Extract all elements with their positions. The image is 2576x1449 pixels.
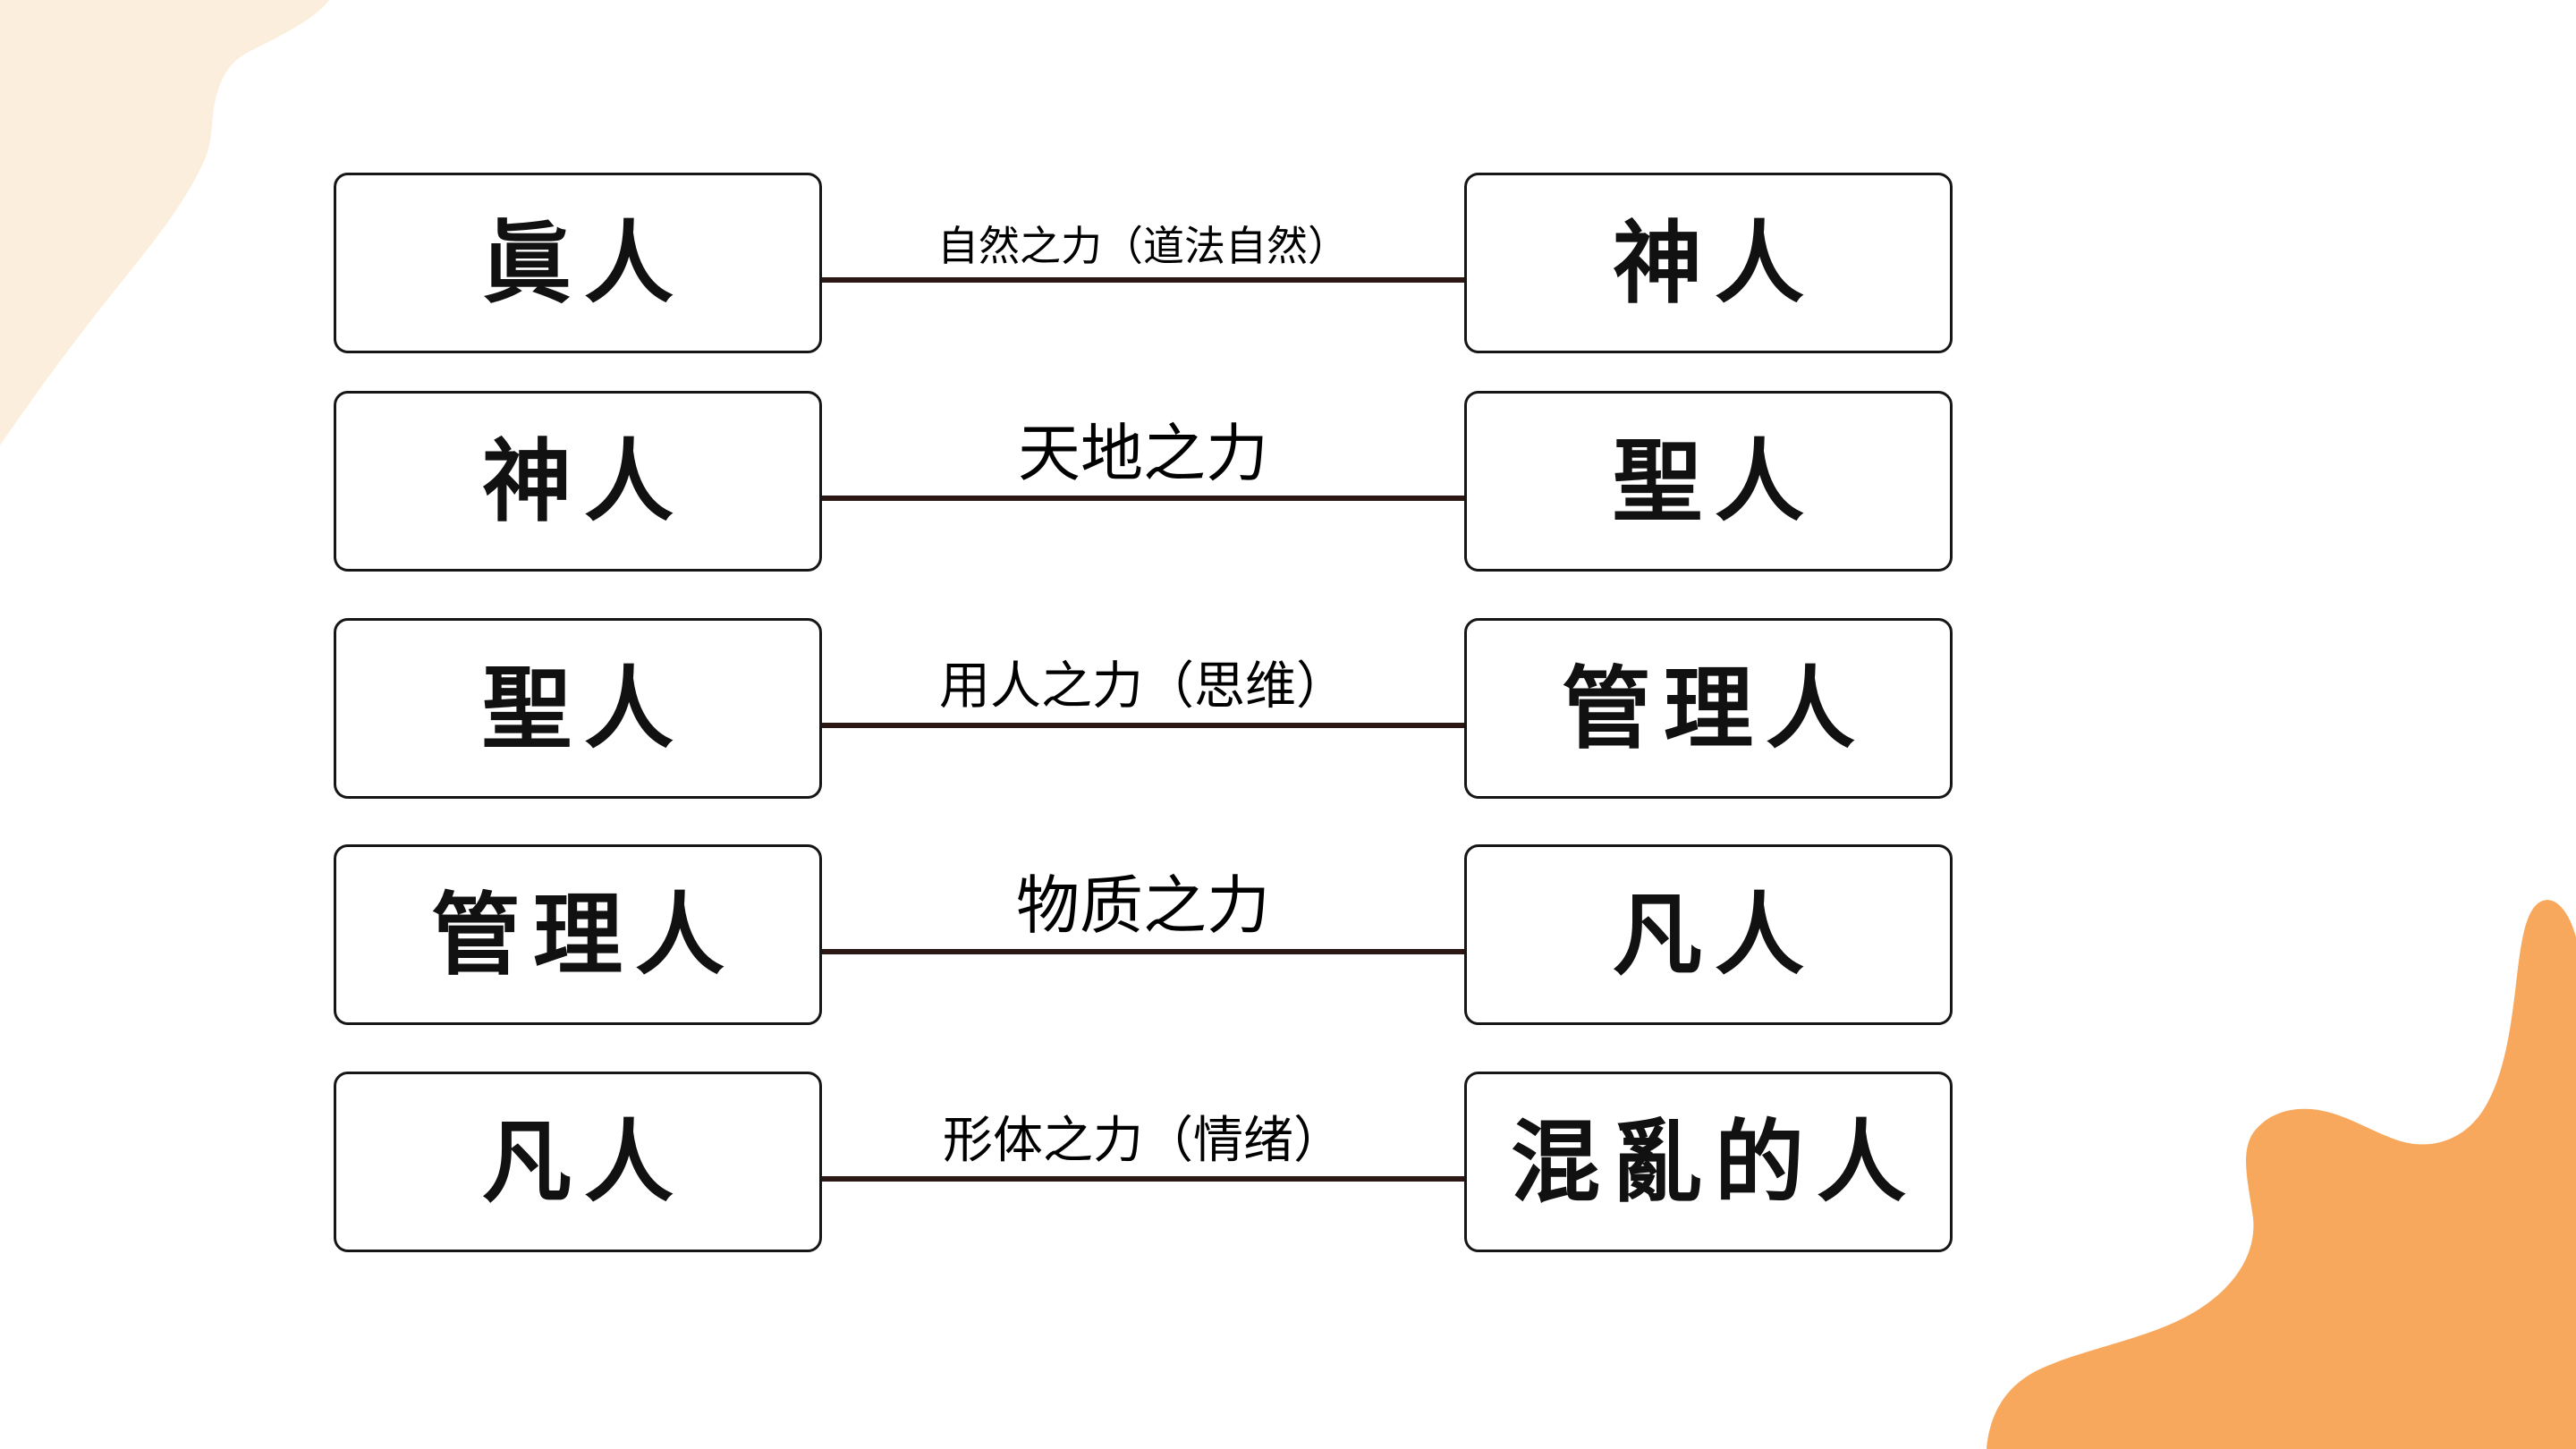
- diagram-row-4: 管理人 物质之力 凡人: [334, 844, 1953, 1025]
- connector: 物质之力: [822, 844, 1464, 1025]
- connector-label[interactable]: 自然之力（道法自然）: [937, 223, 1349, 269]
- concept-box[interactable]: 聖人: [334, 618, 822, 799]
- concept-box[interactable]: 眞人: [334, 173, 822, 353]
- concept-box-text: 混亂的人: [1511, 1109, 1919, 1215]
- concept-box-text: 神人: [482, 428, 686, 534]
- concept-box-text: 管理人: [1562, 656, 1868, 761]
- connector-line[interactable]: [822, 277, 1464, 283]
- concept-box[interactable]: 凡人: [1464, 844, 1953, 1025]
- concept-box[interactable]: 神人: [1464, 173, 1953, 353]
- connector-line[interactable]: [822, 949, 1464, 954]
- concept-box-text: 聖人: [1613, 428, 1817, 534]
- connector-line[interactable]: [822, 1176, 1464, 1182]
- concept-box-text: 管理人: [431, 882, 737, 987]
- connector-label[interactable]: 天地之力: [1018, 419, 1268, 488]
- diagram-row-1: 眞人 自然之力（道法自然） 神人: [334, 173, 1953, 353]
- diagram-row-2: 神人 天地之力 聖人: [334, 391, 1953, 572]
- concept-box-text: 凡人: [482, 1109, 686, 1215]
- concept-box[interactable]: 混亂的人: [1464, 1072, 1953, 1252]
- diagram-row-5: 凡人 形体之力（情绪） 混亂的人: [334, 1072, 1953, 1252]
- concept-box[interactable]: 管理人: [1464, 618, 1953, 799]
- connector-label[interactable]: 物质之力: [1015, 871, 1270, 942]
- concept-box-text: 眞人: [482, 210, 686, 316]
- concept-box-text: 神人: [1613, 210, 1817, 316]
- cream-blob-decoration: [0, 0, 329, 445]
- concept-box[interactable]: 凡人: [334, 1072, 822, 1252]
- connector-line[interactable]: [822, 723, 1464, 728]
- connector: 用人之力（思维）: [822, 618, 1464, 799]
- diagram-row-3: 聖人 用人之力（思维） 管理人: [334, 618, 1953, 799]
- connector-label[interactable]: 用人之力（思维）: [939, 657, 1347, 715]
- connector-label[interactable]: 形体之力（情绪）: [943, 1112, 1343, 1168]
- concept-box-text: 聖人: [482, 656, 686, 761]
- orange-blob-decoration: [1987, 900, 2576, 1449]
- connector: 形体之力（情绪）: [822, 1072, 1464, 1252]
- connector: 自然之力（道法自然）: [822, 173, 1464, 353]
- concept-box[interactable]: 神人: [334, 391, 822, 572]
- concept-box[interactable]: 聖人: [1464, 391, 1953, 572]
- concept-box[interactable]: 管理人: [334, 844, 822, 1025]
- concept-box-text: 凡人: [1613, 882, 1817, 987]
- connector: 天地之力: [822, 391, 1464, 572]
- connector-line[interactable]: [822, 496, 1464, 501]
